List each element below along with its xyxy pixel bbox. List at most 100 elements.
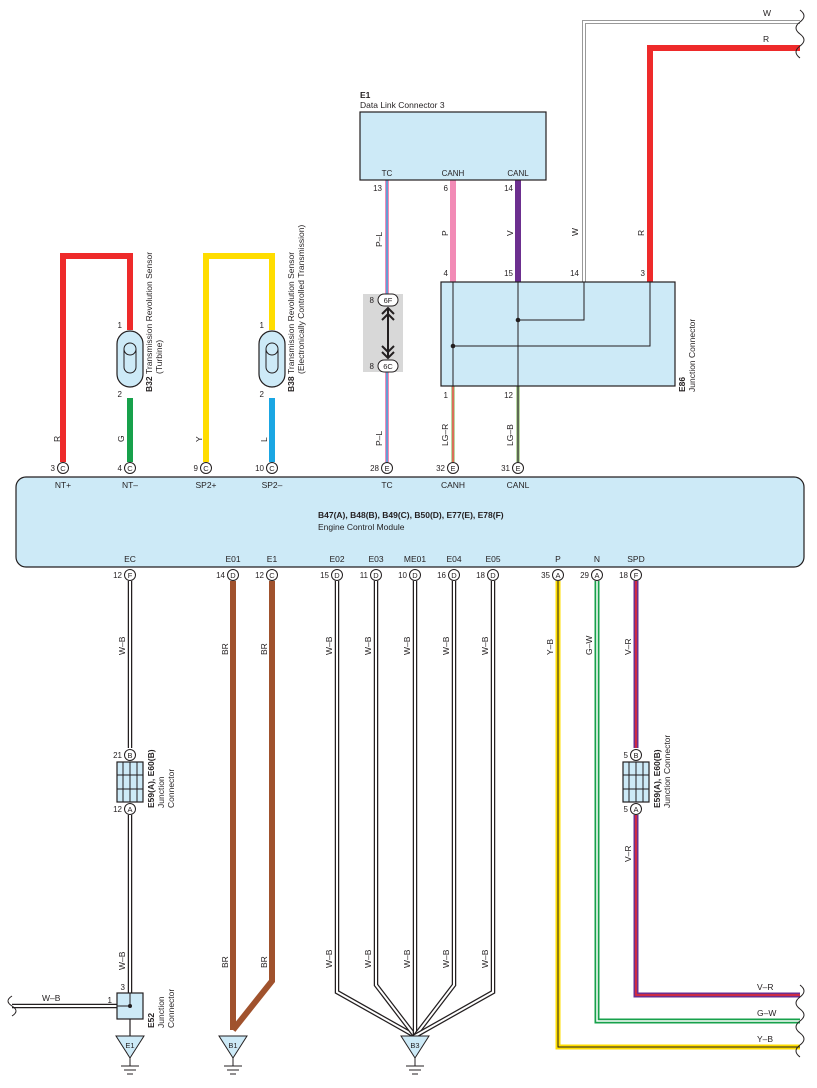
e52-name2: Connector [166, 989, 176, 1028]
break-symbol-left [7, 995, 17, 1017]
e86-pin-1: 1 [444, 391, 449, 400]
e86-pin-14: 14 [570, 269, 579, 278]
dlc-pin-tc: 13 [373, 184, 382, 193]
inline-conn-top-code: 6F [384, 296, 393, 305]
ecm-t-nt-plus-pin: 3 [51, 464, 56, 473]
ecm-bottom-names: EC E01 E1 E02 E03 ME01 E04 E05 P N SPD [124, 554, 645, 564]
ecm-t-nt-plus-conn: C [60, 464, 66, 473]
jc-left-bottom-conn: A [127, 805, 132, 814]
e86-box [440, 281, 676, 387]
ecm-t-canh-name: CANH [441, 480, 465, 490]
e86-name: Junction Connector [687, 319, 697, 392]
bottom-wire-labels: W–B W–B W–B BR BR BR BR W–B W–B W–B W–B … [42, 636, 776, 1044]
ecm-b-me01-name: ME01 [404, 554, 426, 564]
ecm-b-n-pin: 29 [580, 571, 589, 580]
jc-left-top-pin: 21 [113, 751, 122, 760]
ecm-name: Engine Control Module [318, 522, 405, 532]
dlc-term-canl: CANL [507, 169, 529, 178]
dlc-name: Data Link Connector 3 [360, 100, 445, 110]
ecm-b-spd-pin: 18 [619, 571, 628, 580]
ecm-b-e05-pin: 18 [476, 571, 485, 580]
label-ec-wb-1: W–B [117, 636, 127, 655]
b32-sensor [116, 330, 144, 388]
e86-junction-dot-2 [450, 343, 456, 349]
dlc-box [359, 111, 547, 181]
label-ec-wb-2: W–B [117, 951, 127, 970]
b38-coil-icon-lower [265, 366, 279, 374]
ecm-t-sp2-plus-name: SP2+ [195, 480, 216, 490]
ecm-b-e1-name: E1 [267, 554, 278, 564]
ecm-b-e04-conn: D [451, 571, 457, 580]
wire-nt-plus [60, 253, 133, 462]
dlc-code: E1 [360, 90, 371, 100]
ground-b3: B3 [400, 1035, 430, 1075]
label-yb-2: Y–B [757, 1034, 773, 1044]
label-wb-e02: W–B [324, 636, 334, 655]
ecm-b-me01-pin: 10 [398, 571, 407, 580]
jc-left-code: E59(A), E60(B) [146, 749, 156, 808]
label-br-4: BR [259, 956, 269, 968]
inline-connector-bg [363, 294, 403, 372]
label-yb: Y–B [545, 639, 555, 655]
label-gw: G–W [584, 636, 594, 655]
ground-b1-icon [224, 1058, 242, 1075]
label-w-1: W [570, 228, 580, 236]
label-wb-e03-2: W–B [363, 949, 373, 968]
label-vr-2: V–R [623, 845, 633, 862]
ecm-b-e03-name: E03 [368, 554, 383, 564]
label-v: V [505, 230, 515, 236]
b38-line2: (Electronically Controlled Transmission) [296, 225, 306, 374]
label-pl-1: P–L [374, 232, 384, 247]
ecm-b-e1-conn: C [269, 571, 275, 580]
ecm-t-tc-pin: 28 [370, 464, 379, 473]
label-wb-me01: W–B [402, 636, 412, 655]
ecm-t-sp2-plus-conn: C [203, 464, 209, 473]
ecm-top-terminals: C 3 NT+ C 4 NT– C 9 SP2+ C 10 SP2– E 28 … [51, 462, 530, 490]
ecm-t-canl-conn: E [515, 464, 520, 473]
wire-wb-bundle [334, 581, 496, 1038]
ground-e1: E1 [115, 1035, 145, 1075]
label-gw-2: G–W [757, 1008, 776, 1018]
label-br-2: BR [259, 643, 269, 655]
jc-left-bottom-pin: 12 [113, 805, 122, 814]
inline-conn-bottom-oval [377, 359, 399, 373]
ecm-b-e03-conn: D [373, 571, 379, 580]
ecm-b-e02-pin: 15 [320, 571, 329, 580]
e86-pin-3: 3 [641, 269, 646, 278]
break-symbol-bottom [795, 984, 805, 1058]
b38-coil-icon [265, 342, 279, 367]
ecm-b-e04-name: E04 [446, 554, 461, 564]
ecm-b-e05-conn: D [490, 571, 496, 580]
ecm-b-spd-conn: F [634, 571, 639, 580]
b32-label: B32 Transmission Revolution Sensor (Turb… [144, 252, 164, 392]
e86-label: E86 Junction Connector [677, 319, 697, 392]
jc-right-top-pin: 5 [624, 751, 629, 760]
ground-b1-label: B1 [228, 1041, 237, 1050]
b32-coil-icon-lower [123, 366, 137, 374]
ecm-b-p-name: P [555, 554, 561, 564]
e52-pin-top: 3 [121, 983, 126, 992]
b38-line1: Transmission Revolution Sensor [286, 252, 296, 374]
label-l: L [259, 437, 269, 442]
label-p: P [440, 230, 450, 236]
dlc-pin-canh: 6 [444, 184, 449, 193]
label-lgb: LG–B [505, 424, 515, 446]
label-wb-e04-2: W–B [441, 949, 451, 968]
ecm-codes: B47(A), B48(B), B49(C), B50(D), E77(E), … [318, 510, 504, 520]
ecm-b-spd-name: SPD [627, 554, 644, 564]
ground-e1-label: E1 [125, 1041, 134, 1050]
dlc-term-canh: CANH [442, 169, 465, 178]
b38-code: B38 [286, 376, 296, 392]
ecm-b-n-name: N [594, 554, 600, 564]
b32-line1: Transmission Revolution Sensor [144, 252, 154, 374]
wire-w-top-core [583, 21, 800, 282]
ecm-b-me01-conn: D [412, 571, 418, 580]
e86-junction-dot-1 [515, 317, 521, 323]
label-lgr: LG–R [440, 424, 450, 446]
ecm-b-e01-conn: D [230, 571, 236, 580]
ecm-t-canh-pin: 32 [436, 464, 445, 473]
ecm-t-nt-minus-name: NT– [122, 480, 138, 490]
ecm-t-canh-conn: E [450, 464, 455, 473]
label-g: G [116, 435, 126, 442]
inline-conn-top-pin: 8 [370, 296, 375, 305]
